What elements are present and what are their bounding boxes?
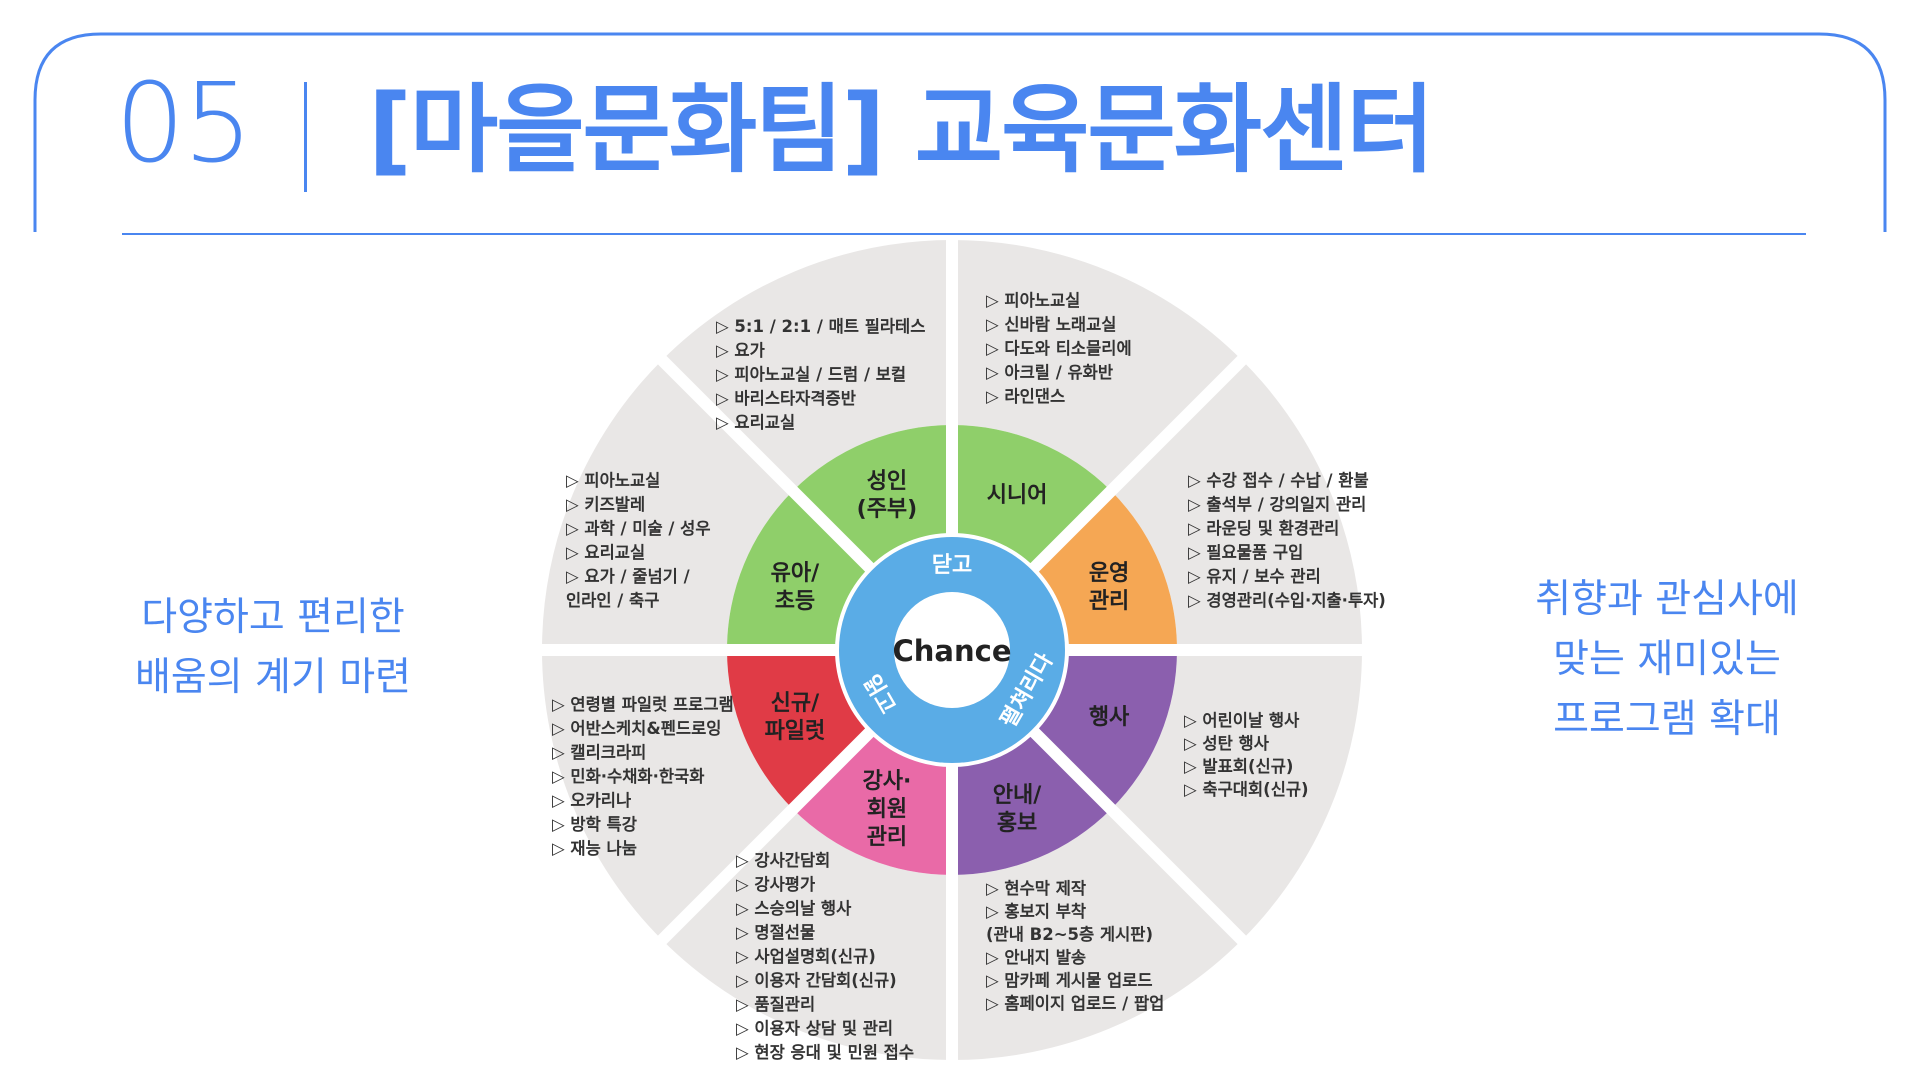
segment-item: ▷ 과학 / 미술 / 성우 — [566, 519, 711, 538]
segment-item: ▷ 재능 나눔 — [552, 839, 637, 858]
segment-item-list: ▷ 수강 접수 / 수납 / 환불 ▷ 출석부 / 강의일지 관리 ▷ 라운딩 및 … — [1188, 471, 1386, 610]
category-label: 관리 — [867, 825, 907, 850]
segment-item: ▷ 라인댄스 — [986, 387, 1065, 406]
segment-item: ▷ 방학 특강 — [552, 815, 637, 834]
category-segment — [1033, 650, 1177, 810]
segment-item: ▷ 요가 — [716, 341, 765, 360]
segment-item: ▷ 품질관리 — [736, 994, 815, 1014]
category-label: 운영 — [1089, 561, 1129, 586]
left-caption-line: 다양하고 편리한 — [141, 595, 405, 640]
header-separator — [304, 82, 307, 192]
segment-item: ▷ 이용자 상담 및 관리 — [736, 1019, 893, 1038]
segment-item: ▷ 피아노교실 / 드럼 / 보컬 — [716, 365, 906, 384]
segment-item: ▷ 강사평가 — [736, 875, 815, 894]
segment-item-list: ▷ 피아노교실 ▷ 신바람 노래교실 ▷ 다도와 티소믈리에 ▷ 아크릴 / 유화반 ▷… — [986, 291, 1132, 406]
segment-item: ▷ 아크릴 / 유화반 — [986, 363, 1113, 382]
frame-border — [33, 32, 1887, 232]
segment-item: ▷ 요리교실 — [566, 543, 645, 562]
category-label: 파일럿 — [765, 719, 826, 744]
segment-divider — [1027, 725, 1250, 948]
segment-item-list: ▷ 어린이날 행사 ▷ 성탄 행사 ▷ 발표회(신규) ▷ 축구대회(신규) — [1184, 710, 1309, 799]
segment-divider — [654, 352, 877, 575]
segment-item: ▷ 피아노교실 — [986, 291, 1080, 310]
category-label: 안내/ — [993, 783, 1042, 808]
segment-item: ▷ 명절선물 — [736, 922, 815, 942]
right-caption-line: 맞는 재미있는 — [1553, 637, 1781, 682]
right-caption: 취향과 관심사에 맞는 재미있는 프로그램 확대 — [1512, 570, 1822, 750]
segment-item-list: ▷ 피아노교실 ▷ 키즈발레 ▷ 과학 / 미술 / 성우 ▷ 요리교실 ▷ 요가 / … — [566, 471, 711, 610]
segment-item: ▷ 5:1 / 2:1 / 매트 필라테스 — [716, 317, 925, 336]
right-caption-line: 프로그램 확대 — [1553, 697, 1781, 742]
segment-item: ▷ 유지 / 보수 관리 — [1188, 567, 1321, 586]
segment-item: ▷ 강사간담회 — [736, 851, 830, 870]
category-label: 시니어 — [987, 483, 1048, 508]
category-segment — [792, 731, 952, 875]
segment-item: 인라인 / 축구 — [566, 591, 659, 610]
segment-item: ▷ 성탄 행사 — [1184, 733, 1270, 753]
category-segment — [1033, 490, 1177, 650]
segment-item: ▷ 오카리나 — [552, 791, 631, 810]
category-label: 성인 — [867, 469, 907, 494]
segment-item: ▷ 요리교실 — [716, 413, 795, 432]
segment-item: ▷ 출석부 / 강의일지 관리 — [1188, 495, 1366, 514]
segment-item-list: ▷ 연령별 파일럿 프로그램 ▷ 어반스케치&펜드로잉 ▷ 캘리크라피 ▷ 민화·수채… — [552, 694, 734, 858]
segment-divider — [654, 725, 877, 948]
segment-item: ▷ 다도와 티소믈리에 — [986, 339, 1132, 358]
segment-item: ▷ 이용자 간담회(신규) — [736, 971, 897, 990]
category-label: 회원 — [867, 797, 907, 822]
segment-item: ▷ 경영관리(수입·지출·투자) — [1188, 591, 1386, 610]
segment-item: ▷ 바리스타자격증반 — [716, 389, 856, 408]
segment-divider — [1027, 352, 1250, 575]
segment-item: ▷ 현수막 제작 — [986, 879, 1086, 898]
segment-item: ▷ 어린이날 행사 — [1184, 710, 1300, 730]
page-title: [마을문화팀] 교육문화센터 — [368, 74, 1435, 186]
category-label: 유아/ — [771, 561, 820, 586]
segment-item: ▷ 맘카페 게시물 업로드 — [986, 971, 1153, 990]
section-number: 05 — [115, 59, 253, 187]
segment-item-list: ▷ 현수막 제작 ▷ 홍보지 부착 (관내 B2~5층 게시판) ▷ 안내지 발송 ▷ … — [986, 879, 1164, 1013]
category-segment — [952, 731, 1112, 875]
segment-item-list: ▷ 5:1 / 2:1 / 매트 필라테스 ▷ 요가 ▷ 피아노교실 / 드럼 / … — [716, 317, 925, 432]
segment-item: (관내 B2~5층 게시판) — [986, 925, 1153, 944]
segment-item: ▷ 안내지 발송 — [986, 948, 1086, 967]
left-caption-line: 배움의 계기 마련 — [135, 655, 411, 700]
segment-item: ▷ 요가 / 줄넘기 / — [566, 567, 691, 586]
hub-core — [894, 592, 1010, 708]
segment-item: ▷ 발표회(신규) — [1184, 757, 1293, 776]
category-segment — [792, 425, 952, 569]
segment-item: ▷ 스승의날 행사 — [736, 898, 852, 918]
category-segment — [727, 650, 871, 810]
category-segment — [727, 490, 871, 650]
right-caption-line: 취향과 관심사에 — [1535, 577, 1799, 622]
ring-word: 닫고 — [932, 553, 972, 578]
category-label: 홍보 — [997, 811, 1037, 836]
segment-item: ▷ 필요물품 구입 — [1188, 543, 1303, 562]
segment-item: ▷ 축구대회(신규) — [1184, 780, 1309, 799]
category-label: (주부) — [857, 497, 918, 522]
category-label: 신규/ — [771, 691, 820, 716]
segment-item: ▷ 사업설명회(신규) — [736, 947, 876, 966]
segment-item: ▷ 홍보지 부착 — [986, 901, 1086, 921]
category-segment — [952, 425, 1112, 569]
segment-item: ▷ 키즈발레 — [566, 495, 645, 514]
segment-item: ▷ 현장 응대 및 민원 접수 — [736, 1043, 914, 1062]
segment-item: ▷ 수강 접수 / 수납 / 환불 — [1188, 471, 1369, 490]
category-label: 초등 — [775, 589, 815, 614]
segment-item: ▷ 홈페이지 업로드 / 팝업 — [986, 993, 1164, 1013]
segment-item-list: ▷ 강사간담회 ▷ 강사평가 ▷ 스승의날 행사 ▷ 명절선물 ▷ 사업설명회(신규) ▷… — [736, 851, 914, 1062]
segment-item: ▷ 피아노교실 — [566, 471, 660, 490]
segment-item: ▷ 라운딩 및 환경관리 — [1188, 519, 1339, 538]
category-label: 관리 — [1089, 589, 1129, 614]
center-label: Chance — [892, 634, 1011, 668]
category-label: 강사· — [863, 769, 912, 794]
segment-item: ▷ 연령별 파일럿 프로그램 — [552, 694, 734, 714]
category-label: 행사 — [1089, 705, 1130, 730]
segment-item: ▷ 캘리크라피 — [552, 742, 646, 762]
segment-item: ▷ 민화·수채화·한국화 — [552, 767, 704, 786]
left-caption: 다양하고 편리한 배움의 계기 마련 — [118, 588, 428, 708]
segment-item: ▷ 신바람 노래교실 — [986, 314, 1116, 334]
segment-item: ▷ 어반스케치&펜드로잉 — [552, 719, 721, 738]
